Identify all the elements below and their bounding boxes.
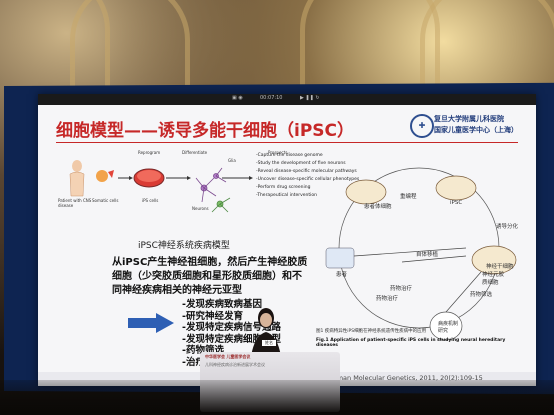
application-item: -研究神经发育 xyxy=(182,310,243,322)
edge-reprogram: 重编程 xyxy=(400,194,417,200)
node-mechanism: 病疾机制研究 xyxy=(438,321,459,334)
slide-title: 细胞模型——诱导多能干细胞（iPSC） xyxy=(56,121,355,141)
description-paragraph: 从iPSC产生神经祖细胞，然后产生神经胶质细胞（少突胶质细胞和星形胶质细胞）和不… xyxy=(112,257,308,296)
presentation-toolbar: ▣ ◉ 00:07:10 ▶ ❚❚ ↻ xyxy=(38,94,536,105)
toolbar-icons: ▣ ◉ xyxy=(232,95,243,101)
node-patient: 患者 xyxy=(336,272,348,278)
org-name-line2: 国家儿童医学中心（上海） xyxy=(434,126,518,134)
podium-logo-text: 中华医学会 儿童医学会议 xyxy=(205,354,251,359)
edge-screening: 药物筛选 xyxy=(470,292,493,298)
prospect-item: -Perform drug screening xyxy=(256,185,311,190)
somatic-cells-label: Somatic cells xyxy=(92,198,119,203)
hospital-logo-icon: ✚ xyxy=(410,114,434,138)
edge-drug-therapy: 药物治疗 xyxy=(390,286,413,292)
presentation-timer: 00:07:10 xyxy=(260,95,283,101)
step-prospects-label: Prospects xyxy=(268,150,288,155)
prospects-list: -Capture the disease genome -Study the d… xyxy=(256,152,359,200)
podium-subtitle: 儿科神经疾病诊治新进展学术会议 xyxy=(205,362,265,367)
glia-label: Glia xyxy=(228,158,236,163)
prospect-item: -Study the development of five neurons xyxy=(256,161,346,166)
neurons-label: Neurons xyxy=(192,206,209,211)
name-tag: 姓名 xyxy=(262,340,276,346)
ipsc-workflow-figure xyxy=(69,160,253,213)
ipsc-cycle-diagram xyxy=(325,167,517,341)
ceiling-arch xyxy=(70,0,190,95)
prospect-item: -Capture the disease genome xyxy=(256,153,323,158)
reference-citation: C, Brennand K J, Boyer L F, et al. Human… xyxy=(220,374,483,382)
toolbar-controls: ▶ ❚❚ ↻ xyxy=(300,95,320,101)
prospect-item: -Uncover disease-specific cellular pheno… xyxy=(256,177,360,182)
node-patient-cells: 患者体细胞 xyxy=(364,204,392,210)
ceiling-arch xyxy=(420,0,554,95)
slide: ▣ ◉ 00:07:10 ▶ ❚❚ ↻ 细胞模型——诱导多能干细胞（iPSC） … xyxy=(38,94,536,386)
step-differentiate-label: Differentiate xyxy=(182,150,208,155)
figure-caption-en: Fig.1 Application of patient-specific iP… xyxy=(316,338,506,348)
org-name-line1: 复旦大学附属儿科医院 xyxy=(434,115,504,123)
audience-heads xyxy=(0,380,554,415)
figure1-caption: iPSC神经系统疾病模型 xyxy=(138,241,230,251)
edge-induce: 诱导分化 xyxy=(496,224,519,230)
prospect-item: -Reveal disease-specific molecular pathw… xyxy=(256,169,357,174)
node-neuron-glia: 神经元胶质细胞 xyxy=(482,272,505,286)
step-reprogram-label: Reprogram xyxy=(138,150,161,155)
node-neural-stem: 神经干细胞 xyxy=(486,264,514,270)
ipsc-label: iPS cells xyxy=(142,198,159,203)
application-item: -发现疾病致病基因 xyxy=(182,299,262,310)
application-item: -药物筛选 xyxy=(182,345,224,356)
right-arrow-icon xyxy=(128,313,174,333)
application-item: -发现特定疾病信号通路 xyxy=(182,322,281,333)
title-divider xyxy=(56,142,518,143)
application-item: -发现特定疾病细胞表型 xyxy=(182,333,281,345)
edge-therapy: 药物治疗 xyxy=(376,296,399,302)
prospect-item: -Therapeutical intervention xyxy=(256,193,317,198)
node-ipsc: iPSC xyxy=(450,200,463,206)
edge-transplant: 自体移植 xyxy=(416,252,439,258)
figure-caption-cn: 图1 疾病特异性iPS细胞在神经系统遗传性疾病中的应用 xyxy=(316,329,427,334)
patient-label: Patient with CNS disease xyxy=(58,198,92,208)
